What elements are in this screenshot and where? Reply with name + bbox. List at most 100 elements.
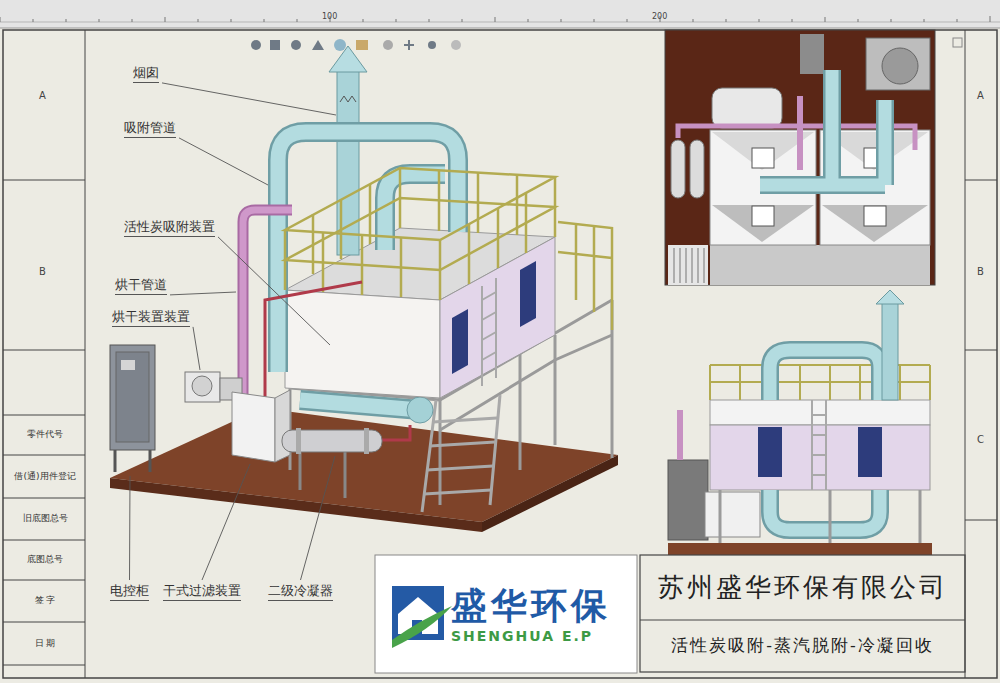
drawing-frame [3, 30, 997, 678]
title-cell-text: 旧底图总号 [23, 513, 68, 524]
bottom-pipe [300, 397, 433, 423]
logo-frame [375, 555, 637, 673]
leader-line [162, 83, 336, 115]
toolbar-icon [251, 39, 461, 51]
part-callout: 电控柜 [110, 583, 149, 601]
front-view [876, 290, 904, 304]
front-view [710, 400, 930, 425]
carbon-adsorber-box [285, 290, 440, 398]
title-cell: 零件代号 [5, 415, 85, 455]
dryer-unit [185, 372, 220, 402]
part-callout: 活性炭吸附装置 [124, 219, 215, 237]
title-cell-text: 签 字 [35, 595, 56, 606]
bottom-pipe [407, 397, 433, 423]
toolbar-icon [428, 41, 436, 49]
leader-line [193, 327, 200, 370]
front-view [770, 490, 880, 530]
secondary-condenser [299, 452, 302, 490]
ruler-bar [0, 22, 1000, 23]
front-view [770, 350, 880, 400]
dryer-unit [192, 376, 212, 396]
carbon-adsorber-box [452, 309, 468, 374]
top-view [674, 248, 704, 283]
ruler-bar [0, 0, 1000, 28]
title-cell: 日 期 [5, 622, 85, 665]
label-anchor: 吸附管道 [124, 117, 176, 138]
railing [285, 198, 555, 270]
company-name: 苏州盛华环保有限公司 [658, 571, 948, 604]
platform-base [110, 408, 618, 522]
top-view [665, 30, 935, 285]
drawing-frame [965, 520, 997, 521]
front-view [758, 427, 782, 477]
bottom-pipe [300, 400, 420, 410]
zone-letter: B [39, 265, 46, 278]
front-view [668, 290, 932, 555]
leader-line [179, 138, 268, 185]
label-anchor: 200 [652, 4, 667, 23]
secondary-condenser [296, 428, 301, 454]
toolbar-icon [334, 39, 346, 51]
drawing-frame [3, 498, 85, 499]
stairs [430, 442, 495, 446]
label-anchor: B [977, 260, 984, 279]
zone-letter: A [39, 89, 46, 102]
front-view [812, 400, 826, 490]
logo-frame [375, 555, 637, 673]
top-view [864, 206, 886, 226]
adsorption-pipe [278, 132, 458, 372]
platform-base [482, 455, 618, 532]
label-anchor: 二级冷凝器 [268, 580, 333, 601]
title-cell: 旧底图总号 [5, 498, 85, 540]
ruler-bar [0, 0, 1000, 28]
front-view [668, 543, 932, 555]
title-cell: 底图总号 [5, 540, 85, 580]
ruler-number: 100 [322, 12, 337, 22]
title-cell-text: 零件代号 [27, 429, 63, 440]
railing [558, 222, 612, 330]
toolbar-icon [312, 40, 324, 50]
top-view [712, 88, 782, 128]
top-view [797, 96, 803, 170]
control-cabinet [149, 450, 152, 472]
control-cabinet [114, 450, 117, 472]
chimney [340, 96, 356, 102]
drawing-frame [953, 38, 962, 47]
drawing-title-box: 活性炭吸附-蒸汽脱附-冷凝回收 [640, 620, 965, 672]
top-view [752, 148, 774, 168]
drawing-frame [3, 415, 85, 416]
top-view [710, 245, 930, 285]
front-view [668, 460, 708, 540]
title-cell: 签 字 [5, 580, 85, 622]
drawing-frame [3, 30, 997, 678]
title-cell: 借(通)用件登记 [5, 455, 85, 498]
label-anchor: A [39, 84, 46, 103]
adsorption-pipe [278, 132, 458, 372]
label-anchor: 烘干管道 [115, 274, 167, 295]
front-view [677, 410, 683, 460]
top-view [882, 48, 918, 84]
control-cabinet [121, 360, 135, 370]
leader-line [170, 292, 236, 295]
title-cell-text: 借(通)用件登记 [14, 471, 75, 482]
toolbar-icon [404, 40, 414, 50]
ruler-bar [0, 16, 990, 22]
part-callout: 吸附管道 [124, 120, 176, 138]
part-callout: 烘干装置装置 [112, 309, 190, 327]
carbon-adsorber-box [520, 261, 536, 327]
control-cabinet [110, 345, 155, 450]
label-anchor: 100 [322, 4, 337, 23]
toolbar-icon [451, 40, 461, 50]
secondary-condenser [282, 428, 382, 498]
toolbar-icon [383, 40, 393, 50]
adsorption-pipe [278, 132, 458, 372]
front-view [882, 300, 898, 400]
control-cabinet [110, 345, 155, 472]
dry-filter [232, 390, 290, 462]
top-view [671, 140, 685, 198]
stairs [433, 418, 497, 422]
leader-line [129, 476, 131, 580]
label-anchor: B [39, 260, 46, 279]
toolbar-icon [270, 40, 280, 50]
